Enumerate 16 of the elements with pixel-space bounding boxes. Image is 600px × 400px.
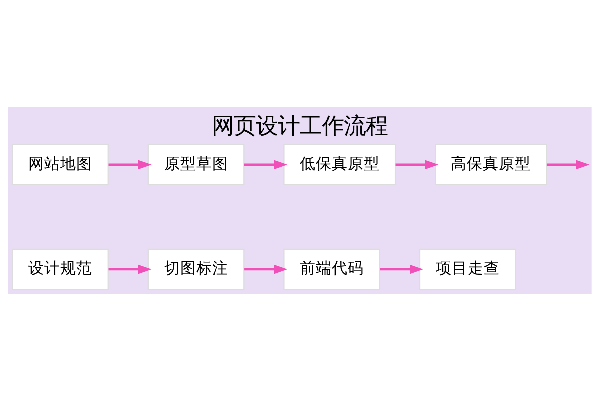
arrow xyxy=(244,160,288,170)
node-box: 高保真原型 xyxy=(435,144,548,185)
node-box: 原型草图 xyxy=(148,144,245,185)
node-box: 低保真原型 xyxy=(284,144,396,185)
arrow xyxy=(396,160,439,170)
arrow xyxy=(546,160,590,170)
arrow xyxy=(380,264,424,274)
node-box: 网站地图 xyxy=(12,144,109,185)
diagram-title: 网页设计工作流程 xyxy=(212,113,388,140)
arrow xyxy=(108,264,152,274)
node-box: 前端代码 xyxy=(284,248,380,290)
node-box: 项目走查 xyxy=(419,248,516,290)
arrow xyxy=(108,160,152,170)
node-box: 切图标注 xyxy=(148,248,245,290)
node-box: 设计规范 xyxy=(12,248,109,290)
arrow xyxy=(244,264,288,274)
